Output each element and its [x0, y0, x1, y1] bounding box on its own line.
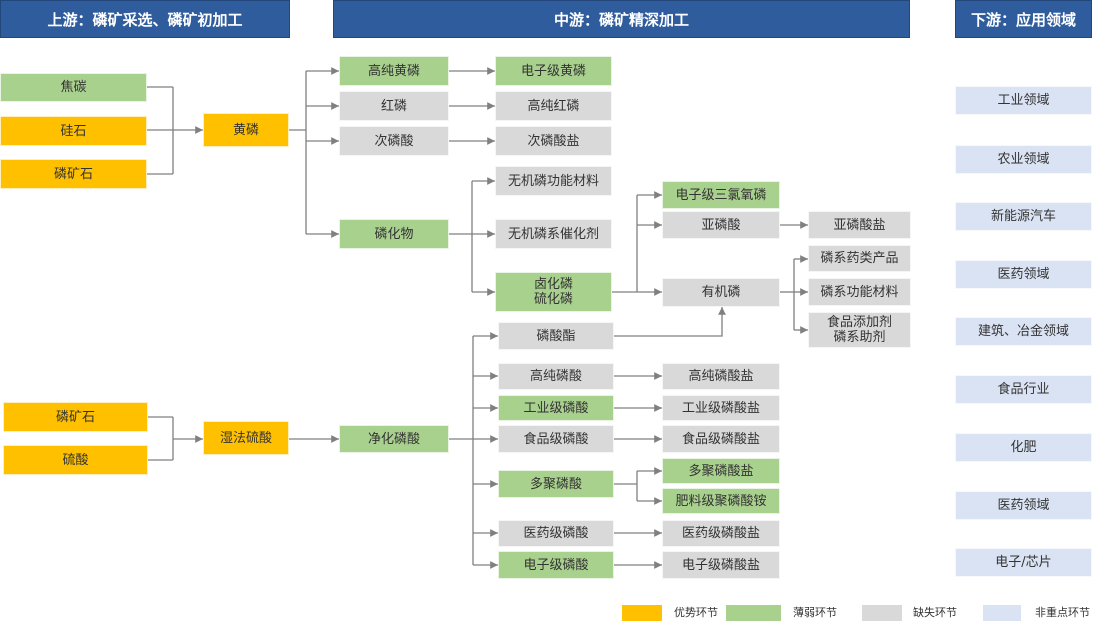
- node-organophosphorus: 有机磷: [662, 278, 780, 307]
- legend-swatch-missing: [862, 605, 902, 621]
- node-functional-materials: 磷系功能材料: [808, 278, 911, 306]
- legend-label-missing: 缺失环节: [913, 606, 957, 619]
- node-downstream-electronics: 电子/芯片: [955, 548, 1092, 577]
- node-inorganic-catalyst: 无机磷系催化剂: [495, 219, 612, 249]
- node-high-purity-acid: 高纯磷酸: [498, 363, 614, 390]
- legend-swatch-advantage: [622, 605, 662, 621]
- node-downstream-construction: 建筑、冶金领域: [955, 317, 1092, 346]
- node-polyphosphate: 多聚磷酸盐: [662, 458, 780, 484]
- node-yellow-phosphorus: 黄磷: [203, 113, 289, 147]
- node-pharma-salt: 医药级磷酸盐: [662, 520, 780, 547]
- node-app-fertilizer: 肥料级聚磷酸铵: [662, 488, 780, 514]
- legend-swatch-non-key: [983, 605, 1021, 621]
- node-food-salt: 食品级磷酸盐: [662, 425, 780, 453]
- header-downstream: 下游：应用领域: [955, 0, 1092, 38]
- header-upstream: 上游：磷矿采选、磷矿初加工: [0, 0, 290, 38]
- node-silica: 硅石: [0, 116, 147, 146]
- node-phosphate-rock-thermal: 磷矿石: [0, 159, 147, 189]
- node-downstream-food: 食品行业: [955, 375, 1092, 404]
- node-inorganic-functional-materials: 无机磷功能材料: [495, 166, 612, 196]
- node-high-purity-red-phosphorus: 高纯红磷: [495, 91, 612, 121]
- legend-label-non-key: 非重点环节: [1035, 606, 1090, 619]
- node-pharma-products: 磷系药类产品: [808, 245, 911, 272]
- arrow-ester-to-organophosphorus: [614, 307, 726, 337]
- node-red-phosphorus: 红磷: [339, 91, 449, 121]
- node-polyphosphoric-acid: 多聚磷酸: [498, 470, 614, 498]
- node-industrial-acid: 工业级磷酸: [498, 395, 614, 421]
- node-hypophosphorous-acid: 次磷酸: [339, 126, 449, 156]
- node-phosphorus-halide-sulfide: 卤化磷 硫化磷: [495, 272, 612, 312]
- node-phosphide: 磷化物: [339, 219, 449, 249]
- node-wet-process: 湿法硫酸: [203, 421, 289, 455]
- node-electronic-salt: 电子级磷酸盐: [662, 551, 780, 579]
- node-high-purity-yellow-phosphorus: 高纯黄磷: [339, 56, 449, 86]
- node-pharma-acid: 医药级磷酸: [498, 520, 614, 547]
- node-downstream-industry: 工业领域: [955, 86, 1092, 115]
- node-downstream-fertilizer: 化肥: [955, 433, 1092, 462]
- legend-label-weak: 薄弱环节: [793, 606, 837, 619]
- header-midstream: 中游：磷矿精深加工: [333, 0, 910, 38]
- legend-label-advantage: 优势环节: [674, 606, 718, 619]
- node-electronic-pocl3: 电子级三氯氧磷: [662, 181, 780, 209]
- node-phosphorous-acid: 亚磷酸: [662, 211, 780, 239]
- node-downstream-medicine-2: 医药领域: [955, 491, 1092, 520]
- node-phosphate-ester: 磷酸酯: [498, 322, 614, 350]
- node-downstream-ev: 新能源汽车: [955, 202, 1092, 231]
- legend-swatch-weak: [726, 605, 781, 621]
- node-electronic-yellow-phosphorus: 电子级黄磷: [495, 56, 612, 86]
- node-electronic-acid: 电子级磷酸: [498, 551, 614, 579]
- node-industrial-salt: 工业级磷酸盐: [662, 395, 780, 421]
- node-downstream-medicine: 医药领域: [955, 260, 1092, 289]
- node-purified-phosphoric-acid: 净化磷酸: [339, 425, 449, 453]
- node-coke: 焦碳: [0, 73, 147, 102]
- node-phosphate-rock-wet: 磷矿石: [3, 402, 148, 432]
- node-high-purity-salt: 高纯磷酸盐: [662, 363, 780, 390]
- node-hypophosphite: 次磷酸盐: [495, 126, 612, 156]
- node-sulfuric-acid: 硫酸: [3, 445, 148, 475]
- node-food-additives: 食品添加剂 磷系助剂: [808, 312, 911, 348]
- node-downstream-agriculture: 农业领域: [955, 145, 1092, 174]
- node-food-acid: 食品级磷酸: [498, 425, 614, 453]
- node-phosphite-salt: 亚磷酸盐: [808, 211, 911, 239]
